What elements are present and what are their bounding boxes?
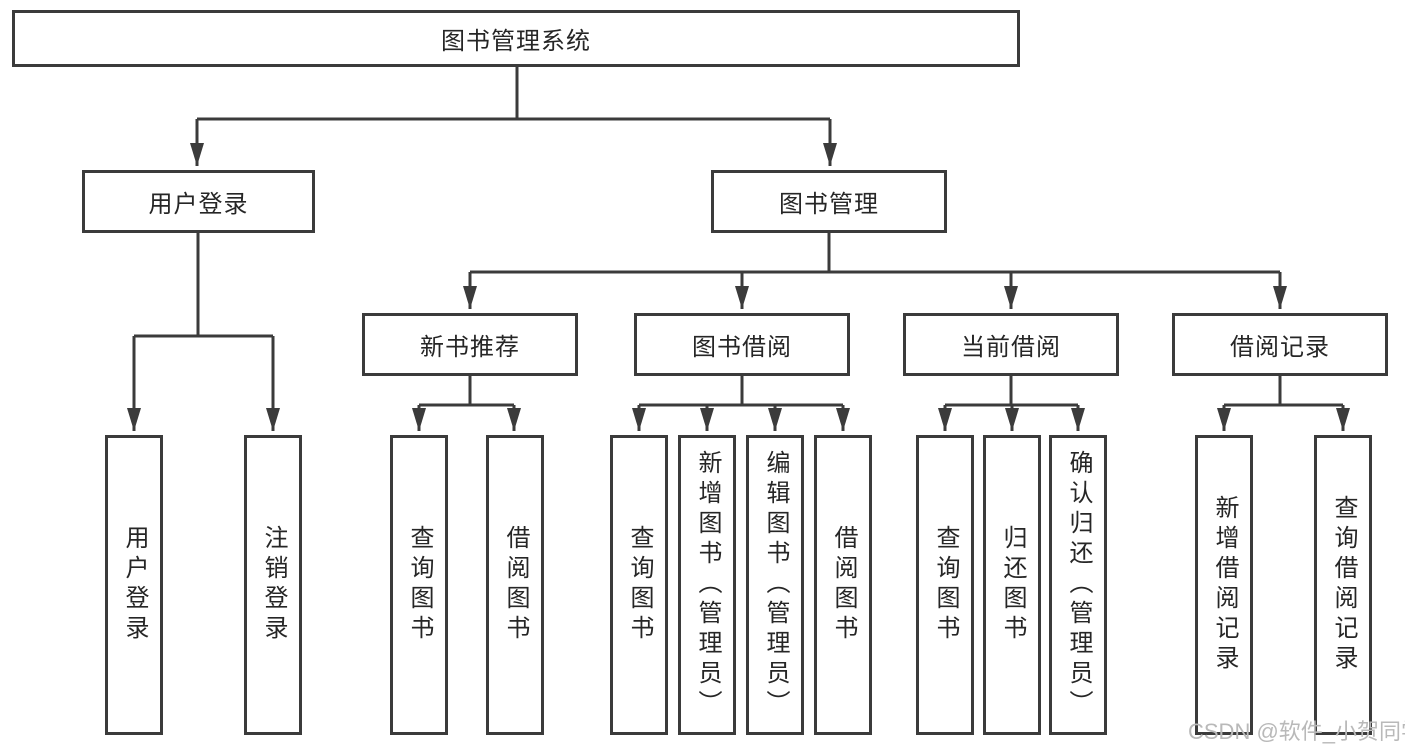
leaf-query-books-borrowing: 查询图书 <box>610 435 668 735</box>
leaf-label: 查询图书 <box>932 525 959 645</box>
leaf-label: 归还图书 <box>999 525 1026 645</box>
leaf-label: 查询借阅记录 <box>1330 495 1357 675</box>
node-label: 图书管理系统 <box>441 28 591 55</box>
leaf-add-borrow-record: 新增借阅记录 <box>1195 435 1253 735</box>
leaf-label: 新增图书（管理员） <box>694 450 721 720</box>
node-label: 新书推荐 <box>420 334 520 361</box>
leaf-edit-books-admin: 编辑图书（管理员） <box>746 435 804 735</box>
leaf-query-borrow-record: 查询借阅记录 <box>1314 435 1372 735</box>
leaf-user-login: 用户登录 <box>105 435 163 735</box>
leaf-label: 借阅图书 <box>830 525 857 645</box>
node-label: 图书管理 <box>779 191 879 218</box>
leaf-borrow-books-recommend: 借阅图书 <box>486 435 544 735</box>
node-book-borrowing: 图书借阅 <box>634 313 850 376</box>
leaf-label: 借阅图书 <box>502 525 529 645</box>
leaf-label: 新增借阅记录 <box>1211 495 1238 675</box>
node-library-management-system: 图书管理系统 <box>12 10 1020 67</box>
leaf-query-books-current: 查询图书 <box>916 435 974 735</box>
leaf-confirm-return-admin: 确认归还（管理员） <box>1049 435 1107 735</box>
leaf-label: 查询图书 <box>626 525 653 645</box>
node-user-login: 用户登录 <box>82 170 315 233</box>
csdn-watermark: CSDN @软件_小贺同学 <box>1188 719 1405 744</box>
node-borrowing-records: 借阅记录 <box>1172 313 1388 376</box>
leaf-label: 用户登录 <box>121 525 148 645</box>
node-new-book-recommendation: 新书推荐 <box>362 313 578 376</box>
leaf-add-books-admin: 新增图书（管理员） <box>678 435 736 735</box>
leaf-label: 注销登录 <box>260 525 287 645</box>
node-book-management: 图书管理 <box>711 170 947 233</box>
node-current-borrowing: 当前借阅 <box>903 313 1119 376</box>
leaf-label: 编辑图书（管理员） <box>762 450 789 720</box>
leaf-label: 确认归还（管理员） <box>1065 450 1092 720</box>
node-label: 用户登录 <box>148 191 249 218</box>
node-label: 当前借阅 <box>961 334 1061 361</box>
leaf-label: 查询图书 <box>406 525 433 645</box>
node-label: 借阅记录 <box>1230 334 1330 361</box>
node-label: 图书借阅 <box>692 334 792 361</box>
leaf-borrow-books: 借阅图书 <box>814 435 872 735</box>
leaf-logout: 注销登录 <box>244 435 302 735</box>
leaf-return-books: 归还图书 <box>983 435 1041 735</box>
leaf-query-books-recommend: 查询图书 <box>390 435 448 735</box>
